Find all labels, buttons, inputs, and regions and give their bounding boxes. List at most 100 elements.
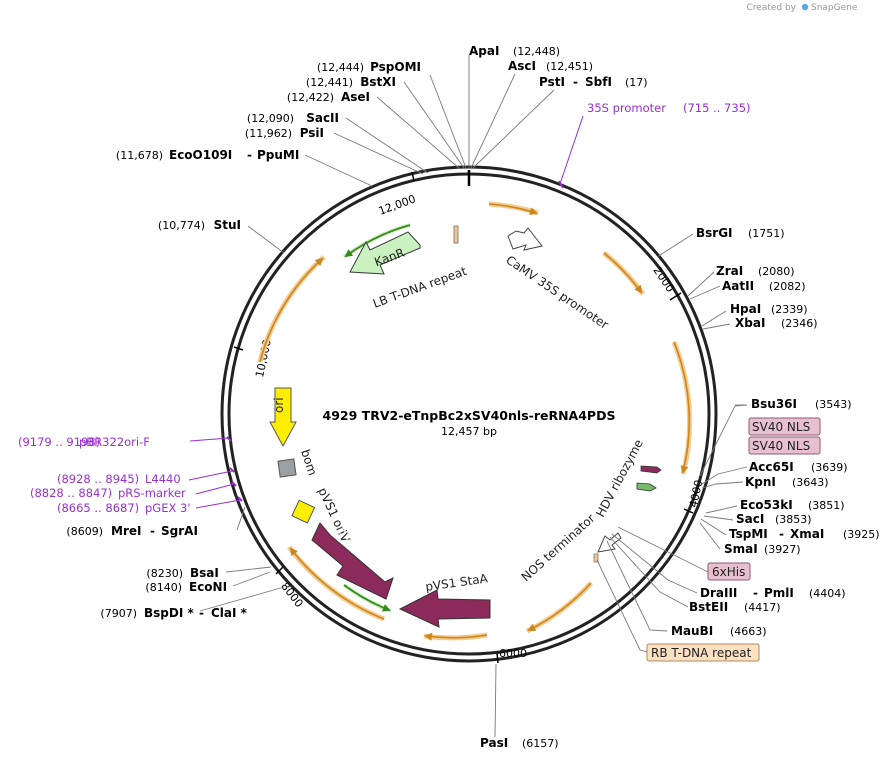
enzyme-pasi[interactable]: PasI — [480, 736, 508, 750]
feature-nos-terminator[interactable] — [597, 532, 622, 553]
orf-arcs — [257, 201, 693, 641]
enzyme-asei[interactable]: AseI — [341, 90, 370, 104]
feature-label-sv40b: SV40 NLS — [752, 439, 810, 453]
feature-label-ori: ori — [272, 397, 286, 413]
enzyme-clai[interactable]: ClaI * — [211, 606, 248, 620]
enzyme-stui[interactable]: StuI — [214, 218, 241, 232]
primer-range-35s: (715 .. 735) — [683, 101, 751, 115]
enzyme-pos-tspmi: (3925) — [843, 528, 880, 541]
feature-sv40-nls-1[interactable]: SV40 NLS — [748, 417, 821, 436]
enzyme-kpni[interactable]: KpnI — [745, 475, 776, 489]
enzyme-psti[interactable]: PstI — [539, 75, 565, 89]
enzyme-acc65i[interactable]: Acc65I — [749, 460, 794, 474]
enzyme-aatii[interactable]: AatII — [722, 279, 754, 293]
enzyme-sgrai[interactable]: SgrAI — [161, 524, 198, 538]
primer-pbr322ori-f[interactable]: pBR322ori-F — [79, 435, 150, 449]
primer-l4440[interactable]: L4440 — [145, 472, 181, 486]
snapgene-logo-icon — [801, 3, 809, 11]
enzyme-pos-bsai: (8230) — [146, 567, 183, 580]
primer-range-l4440: (8928 .. 8945) — [57, 472, 139, 486]
feature-rb-tdna-repeat[interactable]: RB T-DNA repeat — [646, 643, 760, 662]
enzyme-pos-bsu36i: (3543) — [815, 398, 852, 411]
feature-ori[interactable]: ori — [269, 387, 297, 448]
feature-label-hdv: HDV ribozyme — [593, 437, 646, 519]
enzyme-zrai[interactable]: ZraI — [716, 264, 743, 278]
enzyme-pos-kpni: (3643) — [792, 476, 829, 489]
tick-label-12000: 12,000 — [377, 192, 418, 217]
feature-camv-35s[interactable] — [507, 227, 543, 251]
enzyme-pos-asei: (12,422) — [287, 91, 334, 104]
feature-label-rb: RB T-DNA repeat — [651, 646, 752, 660]
feature-sv40-nls-2[interactable]: SV40 NLS — [748, 436, 821, 455]
feature-bom[interactable] — [277, 458, 297, 478]
enzyme-pos-sacii: (12,090) — [247, 112, 294, 125]
feature-label-his: 6xHis — [712, 565, 745, 579]
feature-label-sv40a: SV40 NLS — [752, 420, 810, 434]
enzyme-bstxi[interactable]: BstXI — [360, 75, 396, 89]
enzyme-smai[interactable]: SmaI — [724, 542, 758, 556]
enzyme-psii[interactable]: PsiI — [300, 126, 324, 140]
feature-kanr[interactable]: KanR — [349, 231, 421, 275]
enzyme-tspmi[interactable]: TspMI — [729, 527, 768, 541]
enzyme-sbfi[interactable]: SbfI — [585, 75, 612, 89]
enzyme-leader-lines — [199, 55, 748, 738]
enzyme-bsu36i[interactable]: Bsu36I — [751, 397, 797, 411]
feature-label-nos: NOS terminator — [519, 511, 598, 584]
primer-markers — [188, 115, 584, 509]
enzyme-pspomi[interactable]: PspOMI — [370, 60, 421, 74]
enzyme-pos-aatii: (2082) — [769, 280, 806, 293]
enzyme-pos-psti: (17) — [625, 76, 648, 89]
rb-tdna-repeat-block — [593, 553, 599, 563]
enzyme-eco53ki[interactable]: Eco53kI — [740, 498, 793, 512]
enzyme-pos-hpai: (2339) — [771, 303, 808, 316]
enzyme-pos-asci: (12,451) — [546, 60, 593, 73]
enzyme-bsteii[interactable]: BstEII — [689, 600, 728, 614]
enzyme-ecoo109i[interactable]: EcoO109I — [169, 148, 232, 162]
plasmid-length: 12,457 bp — [441, 425, 497, 438]
tick-label-4000: 4000 — [687, 479, 706, 509]
feature-pvs1-repa[interactable]: pVS1 RepA — [311, 522, 396, 600]
enzyme-pos-ecoo109i: (11,678) — [116, 149, 163, 162]
feature-label-camv: CaMV 35S promoter — [503, 253, 611, 332]
enzyme-econi[interactable]: EcoNI — [189, 580, 227, 594]
enzyme-xmai[interactable]: XmaI — [790, 527, 824, 541]
enzyme-xbai[interactable]: XbaI — [735, 316, 765, 330]
feature-pvs1-staa[interactable] — [398, 589, 491, 628]
feature-label-staa: pVS1 StaA — [424, 571, 489, 594]
feature-hdv-ribozyme[interactable] — [636, 465, 662, 492]
credit-text: Created by — [746, 3, 796, 13]
enzyme-asci[interactable]: AscI — [508, 59, 536, 73]
enzyme-hpai[interactable]: HpaI — [730, 302, 761, 316]
enzyme-apai[interactable]: ApaI — [469, 44, 499, 58]
enzyme-sep-psti: - — [573, 75, 578, 89]
enzyme-bspdi[interactable]: BspDI * — [144, 606, 194, 620]
enzyme-pmli[interactable]: PmlI — [764, 586, 794, 600]
enzyme-bsai[interactable]: BsaI — [190, 566, 219, 580]
feature-label-lb: LB T-DNA repeat — [371, 264, 469, 311]
feature-pvs1-oriv[interactable] — [291, 499, 316, 524]
enzyme-mrei[interactable]: MreI — [111, 524, 141, 538]
primer-pgex-3[interactable]: pGEX 3' — [145, 501, 191, 515]
green-arcs — [342, 223, 411, 613]
primer-range-prs: (8828 .. 8847) — [30, 486, 112, 500]
enzyme-sacii[interactable]: SacII — [306, 111, 339, 125]
primer-35s-promoter[interactable]: 35S promoter — [587, 101, 666, 115]
enzyme-maubi[interactable]: MauBI — [671, 624, 713, 638]
lb-tdna-repeat-block — [453, 225, 459, 244]
primer-range-pgex: (8665 .. 8687) — [57, 501, 139, 515]
enzyme-pos-saci: (3853) — [775, 513, 812, 526]
enzyme-pos-bspdi: (7907) — [100, 607, 137, 620]
enzyme-bsrgi[interactable]: BsrGI — [696, 226, 733, 240]
enzyme-pos-bsrgi: (1751) — [748, 227, 785, 240]
enzyme-saci[interactable]: SacI — [736, 512, 764, 526]
primer-prs-marker[interactable]: pRS-marker — [118, 486, 186, 500]
enzyme-pos-maubi: (4663) — [730, 625, 767, 638]
feature-6xhis[interactable]: 6xHis — [707, 562, 751, 581]
enzyme-sep-ecoo109i: - — [247, 148, 252, 162]
enzyme-ppumi[interactable]: PpuMI — [257, 148, 299, 162]
enzyme-pos-acc65i: (3639) — [811, 461, 848, 474]
plasmid-name: 4929 TRV2-eTnpBc2xSV40nls-reRNA4PDS — [323, 408, 616, 423]
enzyme-draiii[interactable]: DraIII — [700, 586, 737, 600]
enzyme-pos-eco53ki: (3851) — [808, 499, 845, 512]
